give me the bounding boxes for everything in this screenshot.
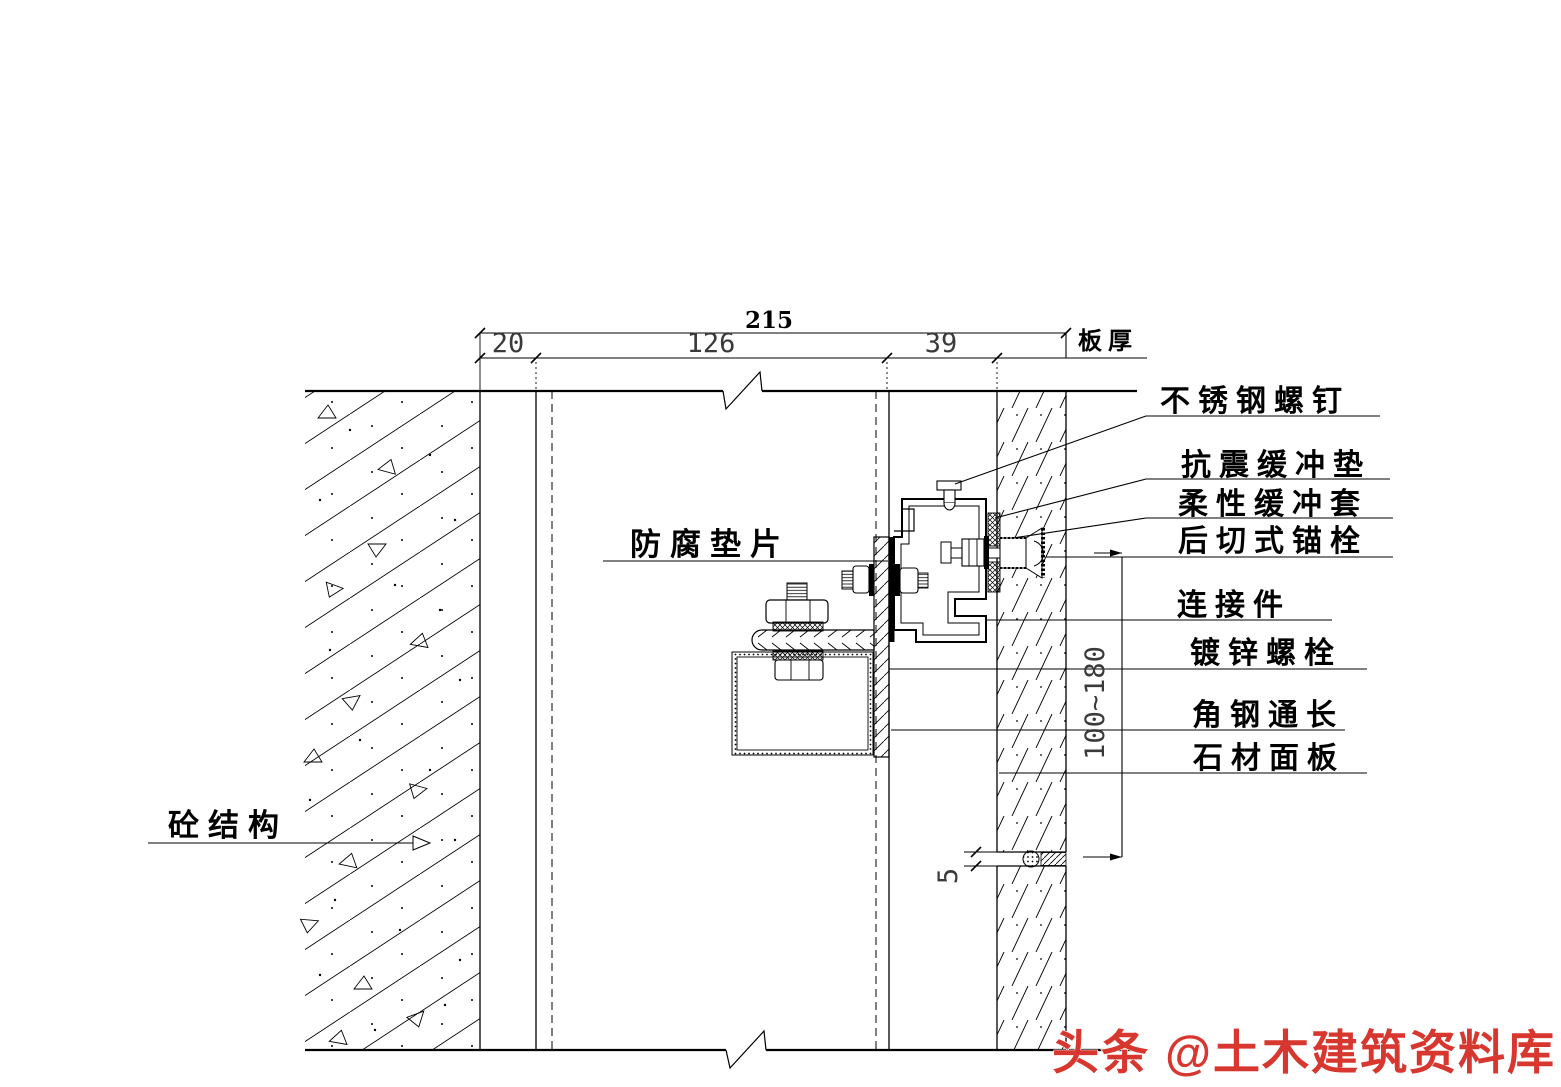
concrete-structure-section: [299, 391, 480, 1050]
leader-arrow: [412, 835, 432, 851]
leader-stainless-screw: [954, 415, 1380, 485]
break-symbol-bottom: [725, 1029, 767, 1070]
dim-segment-2: 126: [687, 328, 736, 359]
hex-nut: [961, 538, 985, 567]
panel-joint: [997, 850, 1067, 868]
watermark: 头条 @土木建筑资料库: [1052, 1026, 1556, 1079]
section-borders: [305, 370, 1140, 1070]
label-connector: 连接件: [1177, 589, 1291, 622]
galvanized-bolt-horizontal: [841, 564, 929, 596]
anchor-end-cap: [940, 541, 952, 564]
washer: [984, 536, 989, 569]
label-anticorrosion-gasket: 防腐垫片: [630, 527, 790, 562]
dimension-top: 215 20 126 39 板厚: [474, 307, 1147, 391]
bolt-tip: [917, 572, 929, 589]
concrete-hatch: [305, 391, 480, 1050]
hex-nut: [852, 565, 870, 594]
dimension-joint-gap: 5: [933, 846, 997, 884]
connection-assembly: [731, 480, 1045, 758]
dimension-ticks: [474, 327, 1072, 364]
label-galvanized-bolt: 镀锌螺栓: [1190, 637, 1342, 670]
hex-nut: [774, 659, 824, 681]
backer-rod: [1022, 850, 1040, 868]
concrete-aggregate-triangles: [299, 404, 429, 1046]
leader-lines: [148, 415, 1393, 851]
anchor-bolt-assembly: [940, 512, 1045, 593]
dim-panel-thickness-label: 板厚: [1078, 328, 1138, 355]
bolt-head: [841, 570, 854, 590]
leader-flexible-buffer-sleeve: [1012, 517, 1393, 539]
profile-inner-wall: [900, 505, 980, 636]
label-angle-steel: 角钢通长: [1192, 699, 1344, 732]
dim-segment-1: 20: [492, 328, 525, 359]
dimension-height-range: 100~180: [1080, 549, 1123, 861]
concrete-dots: [308, 428, 462, 1032]
stone-panel-upper: [996, 391, 1067, 852]
dim-total: 215: [745, 307, 793, 334]
dim-segment-3: 39: [925, 328, 958, 359]
label-stone-panel: 石材面板: [1192, 742, 1345, 775]
sealant: [1040, 852, 1067, 866]
seismic-buffer-pad-upper: [987, 512, 1001, 547]
label-seismic-buffer-pad: 抗震缓冲垫: [1181, 448, 1371, 482]
angle-steel-vertical-leg: [873, 536, 890, 758]
stone-panel-lower: [996, 866, 1067, 1050]
break-symbol-top: [722, 370, 763, 411]
anticorrosion-gasket: [888, 537, 895, 642]
label-flexible-buffer-sleeve: 柔性缓冲套: [1178, 488, 1368, 521]
dim-joint-gap: 5: [933, 868, 964, 884]
washer: [869, 564, 874, 596]
callout-labels: 不锈钢螺钉 抗震缓冲垫 柔性缓冲套 后切式锚栓 连接件 镀锌螺栓 角钢通长 石材…: [168, 385, 1371, 843]
seismic-buffer-pad-lower: [987, 561, 1001, 593]
label-stainless-screw: 不锈钢螺钉: [1160, 385, 1350, 418]
leader-seismic-buffer-pad: [994, 478, 1390, 519]
dim-bracket-height-range: 100~180: [1080, 646, 1111, 760]
hex-nut: [765, 599, 829, 624]
angle-steel-horizontal-leg: [751, 629, 875, 651]
hex-nut: [899, 567, 919, 594]
flexible-buffer-sleeve: [999, 537, 1027, 569]
washer: [772, 650, 824, 661]
profile-top-hook: [894, 508, 915, 532]
screw-shaft: [943, 489, 956, 504]
stainless-screw: [936, 480, 962, 511]
washer: [894, 564, 900, 596]
screw-head: [936, 480, 962, 491]
label-concrete-structure: 砼结构: [168, 808, 288, 843]
galvanized-bolt-vertical: [765, 582, 829, 681]
bolt-thread: [786, 582, 808, 601]
washer: [772, 621, 824, 632]
label-undercut-anchor: 后切式锚栓: [1178, 525, 1368, 558]
